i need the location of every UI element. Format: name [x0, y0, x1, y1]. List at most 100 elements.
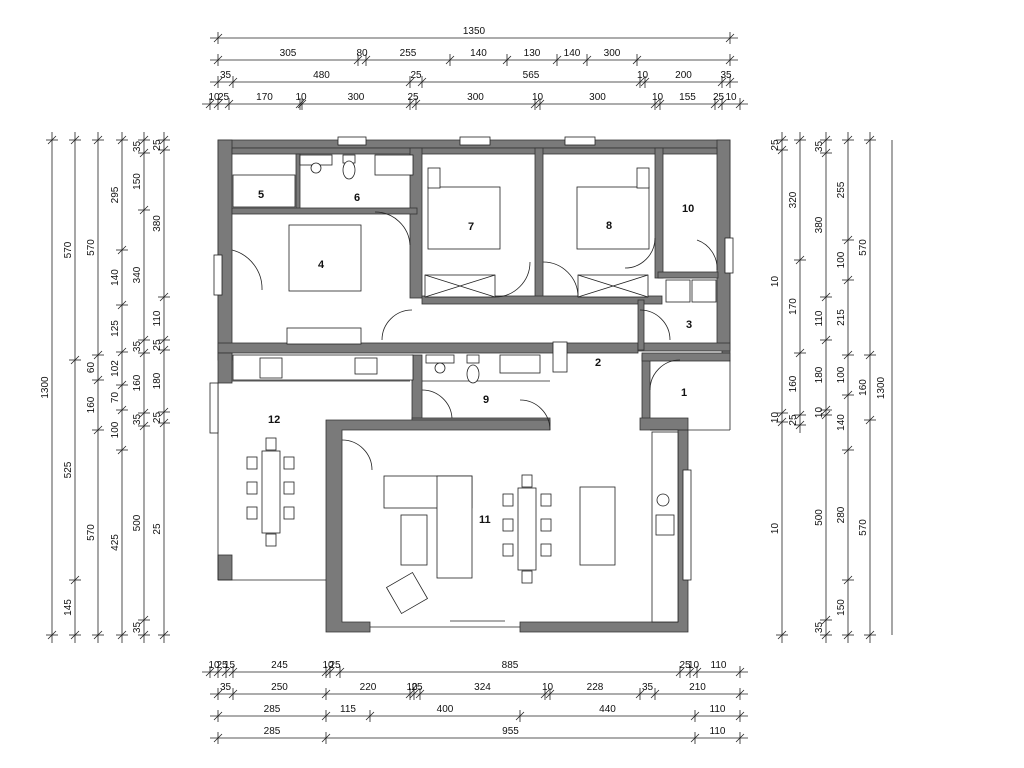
dimension-label: 35 — [642, 682, 654, 693]
chair — [521, 474, 533, 488]
room-label-1: 1 — [681, 387, 687, 399]
dimension-label: 102 — [110, 360, 121, 377]
dimension-label: 300 — [348, 92, 365, 103]
room1-wall-top — [641, 352, 731, 362]
room-label-12: 12 — [268, 414, 280, 426]
dimension-label: 125 — [110, 320, 121, 337]
room1-wall-left — [641, 354, 651, 426]
chair — [521, 570, 533, 584]
dimension-label: 110 — [710, 726, 726, 737]
dimension-label: 140 — [110, 269, 121, 286]
dimension-lines — [46, 32, 893, 744]
dimension-label: 228 — [587, 682, 604, 693]
dimension-label: 35 — [132, 622, 143, 634]
dimension-label: 180 — [152, 372, 163, 389]
dimension-label: 10 — [652, 92, 664, 103]
dimension-label: 300 — [604, 48, 621, 59]
dimension-label: 35 — [132, 341, 143, 353]
dimension-label: 885 — [502, 660, 519, 671]
dimension-label: 25 — [679, 660, 691, 671]
dimension-label: 255 — [836, 181, 847, 198]
dimension-label: 170 — [256, 92, 273, 103]
dimension-label: 10 — [814, 407, 825, 419]
dimension-label: 10 — [406, 682, 418, 693]
dimension-label: 10 — [542, 682, 554, 693]
wall-7-8-bottom — [421, 295, 663, 305]
wall-v-2 — [534, 147, 544, 299]
dimension-label: 1350 — [463, 26, 486, 37]
dimension-label: 10 — [208, 92, 220, 103]
dimension-label: 150 — [836, 599, 847, 616]
room-label-3: 3 — [686, 319, 692, 331]
dimension-label: 285 — [264, 704, 281, 715]
dimension-label: 440 — [599, 704, 616, 715]
dimension-label: 160 — [132, 374, 143, 391]
dimension-label: 80 — [356, 48, 368, 59]
chair — [246, 456, 258, 470]
dimension-label: 110 — [152, 310, 163, 326]
dimension-label: 180 — [814, 366, 825, 383]
dimension-label: 100 — [836, 251, 847, 268]
room12-corner — [217, 554, 233, 581]
dimension-label: 10 — [322, 660, 334, 671]
dimension-label: 145 — [63, 599, 74, 616]
dimension-label: 10 — [208, 660, 220, 671]
dimension-label: 35 — [220, 70, 232, 81]
dimension-label: 160 — [788, 375, 799, 392]
room-label-6: 6 — [354, 192, 360, 204]
dimension-label: 10 — [637, 70, 649, 81]
dimension-label: 10 — [688, 660, 700, 671]
dimension-label: 955 — [502, 726, 519, 737]
dimension-label: 130 — [524, 48, 541, 59]
dimension-label: 1300 — [876, 376, 887, 399]
dimension-label: 25 — [152, 523, 163, 535]
dimension-label: 100 — [110, 421, 121, 438]
dimension-label: 570 — [63, 241, 74, 258]
dimension-label: 565 — [523, 70, 540, 81]
wall-v-3 — [654, 147, 664, 279]
dimension-label: 255 — [400, 48, 417, 59]
dimension-label: 35 — [132, 141, 143, 153]
dimension-label: 25 — [152, 339, 163, 351]
room-label-10: 10 — [682, 203, 694, 215]
dimension-label: 15 — [224, 660, 236, 671]
dimension-label: 380 — [814, 216, 825, 233]
dimension-label: 570 — [86, 239, 97, 256]
dimension-label: 320 — [788, 191, 799, 208]
chair — [502, 493, 514, 507]
dimension-label: 340 — [132, 266, 143, 283]
room-label-4: 4 — [318, 259, 325, 271]
dimension-label: 35 — [220, 682, 232, 693]
dimension-label: 425 — [110, 534, 121, 551]
furniture — [232, 154, 717, 623]
dimension-label: 110 — [710, 704, 726, 715]
dimension-label: 220 — [360, 682, 377, 693]
bed-8 — [576, 186, 650, 250]
dimension-label: 140 — [836, 414, 847, 431]
dimension-label: 245 — [271, 660, 288, 671]
dimension-label: 35 — [132, 414, 143, 426]
dimension-label: 10 — [770, 412, 781, 424]
wall-5-6-bottom — [231, 207, 418, 215]
dimension-label: 25 — [770, 139, 781, 151]
dimension-label: 25 — [152, 412, 163, 424]
dimension-label: 215 — [836, 309, 847, 326]
chair — [502, 543, 514, 557]
room-labels: 1 2 3 4 5 6 7 8 9 10 11 12 — [258, 189, 694, 526]
dimension-label: 25 — [152, 139, 163, 151]
dimension-label: 300 — [467, 92, 484, 103]
dimension-label: 140 — [470, 48, 487, 59]
dimension-label: 285 — [264, 726, 281, 737]
room-label-8: 8 — [606, 220, 612, 232]
dimension-label: 480 — [313, 70, 330, 81]
dimension-label: 60 — [86, 362, 97, 374]
dimension-label: 570 — [858, 239, 869, 256]
chair — [265, 437, 277, 451]
chair — [283, 506, 295, 520]
dimension-label: 10 — [770, 276, 781, 288]
dimension-label: 300 — [589, 92, 606, 103]
wall-3-left — [637, 299, 645, 351]
walls — [217, 139, 731, 633]
